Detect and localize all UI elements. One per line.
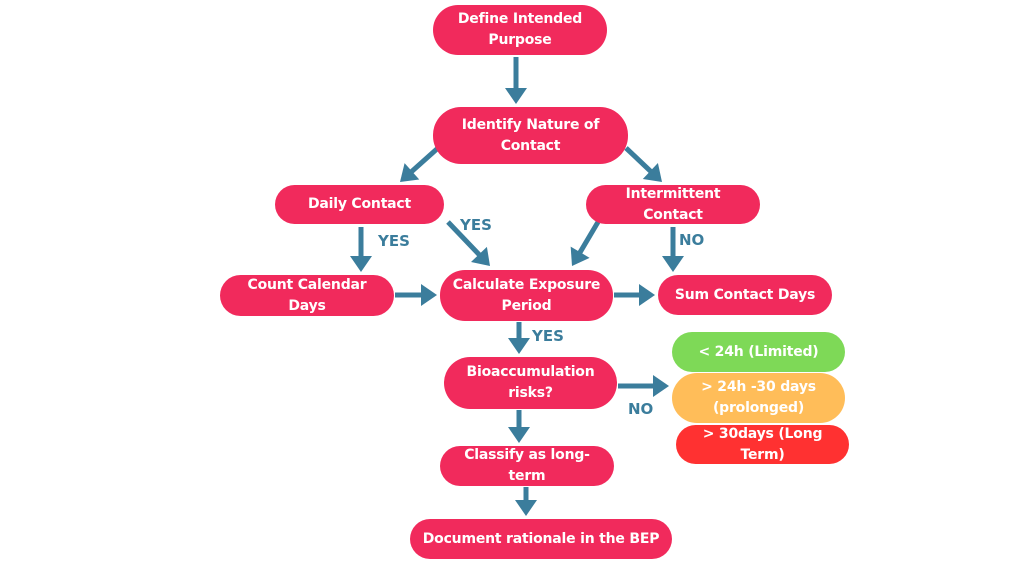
category-limited: < 24h (Limited) <box>672 332 845 372</box>
arrow-identify-to-intermittent-shaft <box>624 146 654 175</box>
category-prolonged: > 24h -30 days (prolonged) <box>672 373 845 423</box>
node-sum-contact-days: Sum Contact Days <box>658 275 832 315</box>
node-calculate-exposure-period: Calculate Exposure Period <box>440 270 613 321</box>
arrow-bio-to-classify-head <box>508 427 530 443</box>
node-identify-nature-of-contact: Identify Nature of Contact <box>433 107 628 164</box>
arrow-identify-to-daily-shaft <box>408 146 440 175</box>
node-count-calendar-days: Count Calendar Days <box>220 275 394 316</box>
edge-label-bio-to-categories: NO <box>628 400 654 418</box>
node-classify-long-term: Classify as long-term <box>440 446 614 486</box>
arrow-daily-to-calculate-shaft <box>446 220 483 258</box>
arrow-intermittent-to-calculate-shaft <box>576 220 601 256</box>
arrow-intermittent-to-sum <box>662 227 684 272</box>
arrow-calculate-to-bio <box>508 322 530 354</box>
arrow-identify-to-intermittent <box>624 146 662 182</box>
arrow-intermittent-to-calculate <box>570 220 601 266</box>
edge-label-intermittent-to-sum: NO <box>679 231 705 249</box>
arrow-intermittent-to-calculate-head <box>570 246 590 266</box>
arrow-count-to-calculate <box>395 284 437 306</box>
node-bioaccumulation-risks: Bioaccumulation risks? <box>444 357 617 409</box>
arrow-define-to-identify <box>505 57 527 104</box>
arrow-calculate-to-sum <box>614 284 655 306</box>
node-define-intended-purpose: Define Intended Purpose <box>433 5 607 55</box>
arrow-classify-to-document <box>515 487 537 516</box>
arrow-count-to-calculate-head <box>421 284 437 306</box>
edge-label-calculate-to-bio: YES <box>532 327 564 345</box>
arrow-calculate-to-bio-head <box>508 338 530 354</box>
arrow-daily-to-count-head <box>350 256 372 272</box>
category-long-term: > 30days (Long Term) <box>676 425 849 464</box>
edge-label-daily-to-count: YES <box>378 232 410 250</box>
arrow-bio-to-categories-head <box>653 375 669 397</box>
arrow-identify-to-daily-head <box>400 163 420 182</box>
node-document-rationale: Document rationale in the BEP <box>410 519 672 559</box>
arrow-intermittent-to-sum-head <box>662 256 684 272</box>
arrow-identify-to-daily <box>400 146 440 182</box>
arrow-daily-to-calculate <box>446 220 490 266</box>
arrow-bio-to-categories <box>618 375 669 397</box>
arrow-daily-to-calculate-head <box>470 246 490 266</box>
arrow-identify-to-intermittent-head <box>642 163 662 182</box>
arrow-calculate-to-sum-head <box>639 284 655 306</box>
arrow-classify-to-document-head <box>515 500 537 516</box>
arrow-daily-to-count <box>350 227 372 272</box>
node-intermittent-contact: Intermittent Contact <box>586 185 760 224</box>
arrow-bio-to-classify <box>508 410 530 443</box>
edge-label-daily-to-calculate: YES <box>460 216 492 234</box>
node-daily-contact: Daily Contact <box>275 185 444 224</box>
arrow-define-to-identify-head <box>505 88 527 104</box>
